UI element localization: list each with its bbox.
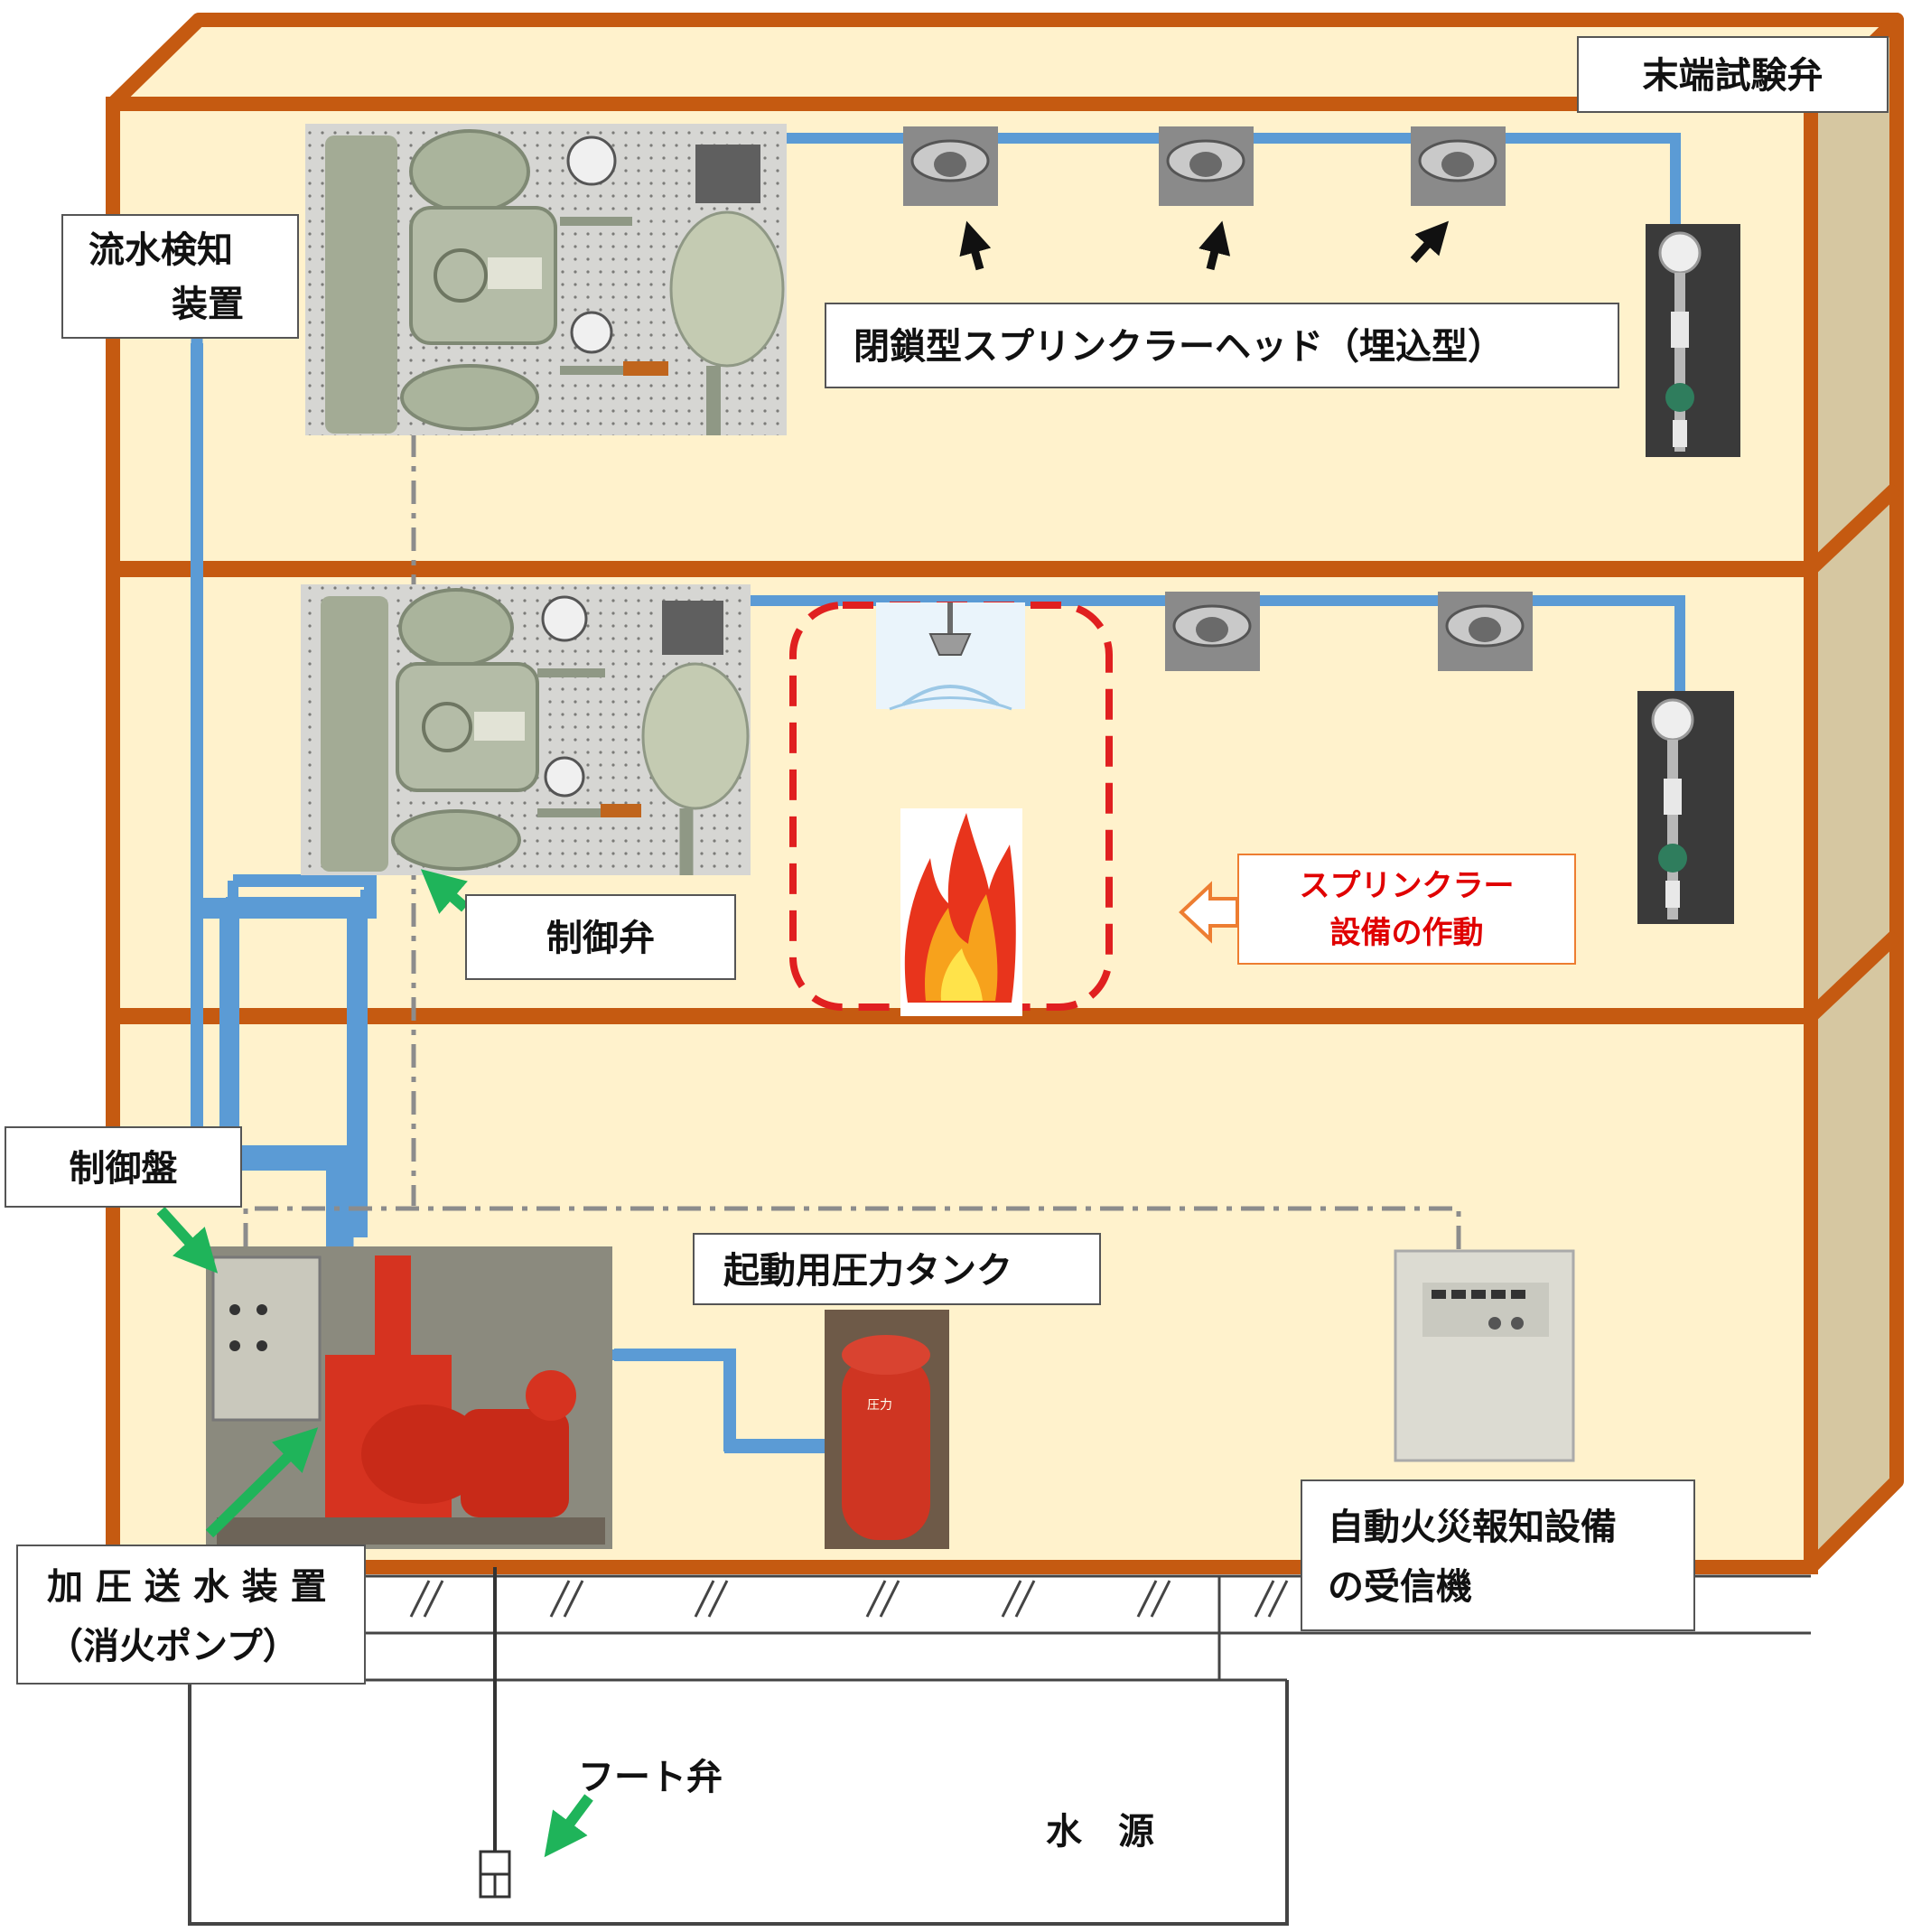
sprinkler-head-icon	[1165, 592, 1260, 671]
receiver-text-1: 自動火災報知設備	[1328, 1507, 1617, 1548]
flow-detector-lower	[301, 584, 751, 875]
water-tank	[188, 1680, 1289, 1926]
end-test-valve-lower	[1637, 691, 1734, 924]
sprinkler-operation-text-2: 設備の作動	[1329, 915, 1484, 951]
sprinkler-head-icon	[1411, 126, 1506, 206]
foot-valve-icon	[479, 1850, 511, 1899]
water-source-label: 水 源	[1046, 1811, 1154, 1853]
sprinkler-head-icon	[1438, 592, 1533, 671]
riser-pipe	[191, 339, 377, 1246]
receiver-panel-icon	[1394, 1249, 1575, 1462]
green-arrows	[156, 869, 593, 1858]
spray-icon	[876, 602, 1025, 711]
sprinkler-operation-label: スプリンクラー 設備の作動	[1237, 854, 1576, 965]
flow-detector-label: 流水検知 装置	[61, 214, 299, 339]
fire-icon	[900, 808, 1022, 1016]
end-test-valve-text: 末端試験弁	[1642, 55, 1823, 97]
control-panel-label: 制御盤	[5, 1126, 242, 1208]
flow-detector-text-1: 流水検知	[89, 229, 233, 271]
flow-detector-text-2: 装置	[172, 284, 244, 325]
end-test-valve-upper	[1646, 224, 1740, 457]
sprinkler-head-icon	[1159, 126, 1254, 206]
end-test-valve-label: 末端試験弁	[1577, 36, 1889, 113]
receiver-label: 自動火災報知設備 の受信機	[1301, 1479, 1695, 1631]
tank-icon: 圧力	[825, 1310, 949, 1549]
control-panel-text: 制御盤	[69, 1148, 178, 1190]
side-wall	[1804, 13, 1904, 1574]
pump-text-1: 加 圧 送 水 装 置	[47, 1566, 327, 1608]
pump-label: 加 圧 送 水 装 置 （消火ポンプ）	[16, 1545, 366, 1685]
ground-hatching	[409, 1580, 1289, 1618]
foot-valve-label: フート弁	[578, 1757, 723, 1798]
closed-head-text: 閉鎖型スプリンクラーヘッド（埋込型）	[853, 326, 1504, 368]
pump-text-2: （消火ポンプ）	[47, 1626, 299, 1667]
head-arrows	[959, 220, 1450, 271]
pressure-tank-label: 起動用圧力タンク	[693, 1233, 1101, 1305]
control-valve-label: 制御弁	[465, 894, 736, 980]
basement	[113, 1567, 1811, 1926]
control-valve-text: 制御弁	[546, 918, 655, 959]
pressure-tank-text: 起動用圧力タンク	[723, 1250, 1012, 1292]
closed-head-label: 閉鎖型スプリンクラーヘッド（埋込型）	[825, 303, 1619, 388]
pump-icon	[206, 1246, 612, 1549]
sprinkler-heads	[903, 126, 1533, 671]
receiver-text-2: の受信機	[1328, 1566, 1472, 1608]
flow-detector-upper	[305, 124, 787, 435]
svg-text:圧力: 圧力	[867, 1398, 892, 1413]
sprinkler-operation-text-1: スプリンクラー	[1299, 868, 1515, 904]
sprinkler-head-icon	[903, 126, 998, 206]
